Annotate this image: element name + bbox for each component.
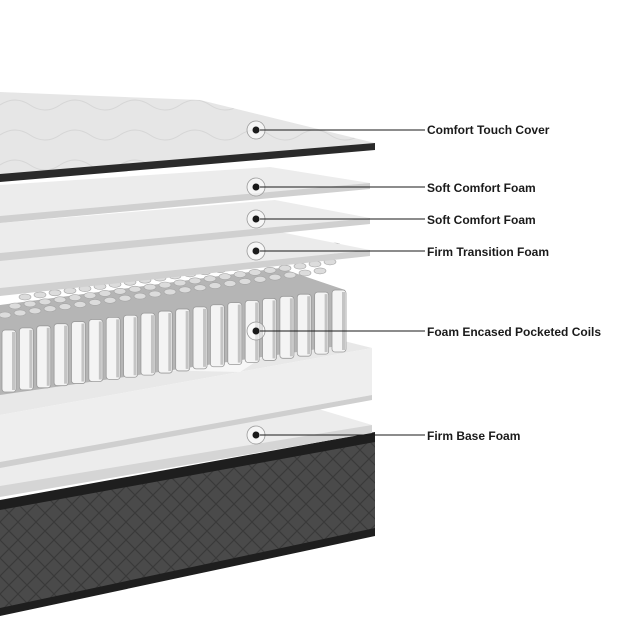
coil-pocket-shade	[133, 317, 137, 376]
coil-top	[253, 275, 267, 283]
coil-top	[98, 290, 112, 297]
callout-marker-dot	[252, 247, 260, 255]
coil-top	[238, 278, 252, 285]
soft-comfort-foam-layer-1	[0, 167, 370, 223]
coil-top	[133, 292, 147, 300]
comfort-touch-cover-layer	[0, 92, 375, 182]
coil-top	[113, 287, 127, 295]
coil-top	[188, 277, 202, 285]
coil-pocket-shade	[12, 332, 15, 390]
coil-top	[13, 309, 27, 317]
base-box	[0, 432, 375, 616]
soft-comfort-foam-layer-2	[0, 200, 370, 261]
coil-top	[118, 294, 132, 302]
coil-pocket-shade	[150, 315, 154, 374]
coil-top	[88, 299, 102, 306]
coil-top	[193, 284, 207, 292]
coil-top	[38, 298, 52, 306]
callout-marker-dot	[252, 431, 260, 439]
coil-pocket-shade	[342, 292, 345, 350]
coil-pocket-shade	[307, 296, 311, 355]
callout-marker-dot	[252, 327, 260, 335]
coil-pocket-shade	[289, 298, 293, 357]
coil-top	[278, 264, 292, 272]
coil-pocket-shade	[29, 329, 33, 388]
coil-pocket-shade	[185, 310, 189, 369]
coil-top	[263, 266, 277, 274]
coil-pocket-shade	[220, 306, 224, 365]
callout-marker-dot	[252, 126, 260, 134]
coil-top	[68, 294, 82, 301]
coil-top	[8, 302, 22, 310]
coil-top	[18, 293, 32, 301]
coil-top	[23, 300, 37, 308]
coil-top	[173, 279, 187, 287]
callout-label-firm-base-foam: Firm Base Foam	[427, 429, 521, 443]
coil-pocket-shade	[81, 323, 85, 382]
callout-label-soft-comfort-foam-1: Soft Comfort Foam	[427, 181, 536, 195]
coil-top	[58, 303, 72, 310]
callout-lines	[246, 120, 425, 445]
coil-top	[33, 291, 47, 299]
coil-top	[0, 311, 12, 319]
coil-pocket-shade	[203, 308, 207, 367]
firm-base-foam-layer	[0, 405, 372, 497]
coil-top	[28, 307, 42, 315]
coil-pocket-shade	[98, 321, 102, 380]
callout-label-foam-encased-pocketed-coils: Foam Encased Pocketed Coils	[427, 325, 602, 339]
coil-top	[43, 305, 57, 313]
coil-top	[223, 280, 237, 287]
coil-top	[128, 285, 142, 293]
coil-top	[178, 286, 192, 294]
callout-marker-dot	[252, 215, 260, 223]
coil-top	[313, 267, 327, 275]
coil-top	[148, 290, 162, 298]
firm-transition-foam-layer	[0, 232, 370, 296]
coil-top	[203, 275, 217, 283]
coil-pocket-shade	[168, 313, 172, 372]
coil-top	[103, 296, 117, 304]
coil-top	[48, 289, 62, 297]
coil-top	[73, 301, 87, 308]
coil-pocket-shade	[237, 304, 241, 363]
coil-top	[248, 269, 262, 276]
callout-label-soft-comfort-foam-2: Soft Comfort Foam	[427, 213, 536, 227]
coil-top	[298, 269, 312, 277]
coil-pocket-shade	[116, 319, 120, 378]
callout-label-firm-transition-foam: Firm Transition Foam	[427, 245, 550, 259]
coil-pocket-shade	[46, 327, 50, 386]
coil-top	[163, 288, 177, 296]
callout-marker-dot	[252, 183, 260, 191]
coil-top	[283, 271, 297, 279]
coil-pocket-shade	[324, 294, 328, 353]
coil-top	[83, 292, 97, 299]
coil-top	[233, 271, 247, 278]
coil-top	[158, 281, 172, 289]
coil-top	[208, 282, 222, 289]
callout-label-comfort-touch-cover: Comfort Touch Cover	[427, 123, 550, 137]
coil-top	[268, 273, 282, 281]
coil-pocket-shade	[64, 325, 68, 384]
coil-pocket-shade	[272, 300, 276, 359]
coil-top	[143, 283, 157, 291]
coil-top	[218, 273, 232, 280]
coil-top	[53, 296, 67, 304]
